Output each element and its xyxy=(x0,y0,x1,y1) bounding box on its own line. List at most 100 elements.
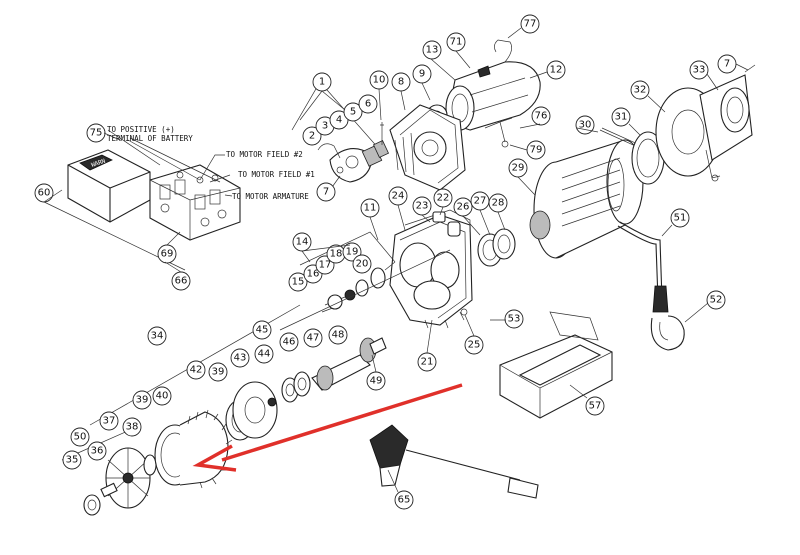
part-label-51: 51 xyxy=(670,208,690,228)
note-motor-field-1: TO MOTOR FIELD #1 xyxy=(238,170,315,179)
gear-small-parts xyxy=(432,211,461,237)
svg-text:1: 1 xyxy=(319,77,325,88)
svg-text:57: 57 xyxy=(589,401,602,412)
part-label-7a: 7 xyxy=(316,182,336,202)
svg-text:2: 2 xyxy=(309,131,315,142)
svg-text:79: 79 xyxy=(530,145,543,156)
part-label-24: 24 xyxy=(388,186,408,206)
note-positive-terminal-2: TERMINAL OF BATTERY xyxy=(107,134,193,143)
wiring-notes: TO POSITIVE (+) TERMINAL OF BATTERY TO M… xyxy=(107,125,315,201)
svg-text:76: 76 xyxy=(535,111,548,122)
part-label-23: 23 xyxy=(412,196,432,216)
svg-text:53: 53 xyxy=(508,314,521,325)
svg-text:65: 65 xyxy=(398,495,411,506)
svg-text:40: 40 xyxy=(156,391,169,402)
svg-text:35: 35 xyxy=(66,455,79,466)
part-label-27: 27 xyxy=(470,191,490,211)
highlight-arrow xyxy=(192,383,463,472)
part-label-77: 77 xyxy=(520,14,540,34)
part-label-6: 6 xyxy=(358,94,378,114)
cable-drum xyxy=(477,139,644,267)
svg-text:12: 12 xyxy=(550,65,563,76)
part-label-49: 49 xyxy=(366,371,386,391)
svg-text:22: 22 xyxy=(437,193,450,204)
part-label-65: 65 xyxy=(394,490,414,510)
svg-text:47: 47 xyxy=(307,333,320,344)
svg-text:10: 10 xyxy=(373,75,386,86)
part-label-36: 36 xyxy=(87,441,107,461)
part-label-30: 30 xyxy=(575,115,595,135)
part-label-22: 22 xyxy=(433,188,453,208)
svg-text:49: 49 xyxy=(370,376,383,387)
brake-assembly xyxy=(291,81,390,191)
part-label-26: 26 xyxy=(453,197,473,217)
svg-text:32: 32 xyxy=(634,85,647,96)
leader-lines xyxy=(43,27,749,493)
gear-housing-main xyxy=(389,209,473,329)
svg-text:14: 14 xyxy=(296,237,309,248)
svg-text:50: 50 xyxy=(74,432,87,443)
svg-text:7: 7 xyxy=(323,187,329,198)
svg-text:5: 5 xyxy=(350,107,356,118)
svg-text:16: 16 xyxy=(307,269,320,280)
svg-text:39: 39 xyxy=(136,395,149,406)
svg-text:39: 39 xyxy=(212,367,225,378)
svg-text:44: 44 xyxy=(258,349,271,360)
svg-text:29: 29 xyxy=(512,163,525,174)
part-label-66: 66 xyxy=(171,271,191,291)
svg-text:51: 51 xyxy=(674,213,687,224)
part-label-38: 38 xyxy=(122,417,142,437)
part-label-33: 33 xyxy=(689,60,709,80)
svg-text:23: 23 xyxy=(416,201,429,212)
svg-text:15: 15 xyxy=(292,277,305,288)
part-label-14: 14 xyxy=(292,232,312,252)
svg-text:9: 9 xyxy=(419,69,425,80)
svg-text:24: 24 xyxy=(392,191,405,202)
svg-text:8: 8 xyxy=(398,77,404,88)
svg-text:38: 38 xyxy=(126,422,139,433)
note-motor-armature: TO MOTOR ARMATURE xyxy=(232,192,309,201)
part-label-10: 10 xyxy=(369,70,389,90)
svg-text:28: 28 xyxy=(492,198,505,209)
part-label-71: 71 xyxy=(446,32,466,52)
part-label-39b: 39 xyxy=(208,362,228,382)
part-label-21: 21 xyxy=(417,352,437,372)
svg-text:69: 69 xyxy=(161,249,174,260)
svg-text:43: 43 xyxy=(234,353,247,364)
svg-text:27: 27 xyxy=(474,196,487,207)
svg-text:21: 21 xyxy=(421,357,434,368)
svg-text:37: 37 xyxy=(103,416,116,427)
svg-text:4: 4 xyxy=(336,115,342,126)
svg-text:75: 75 xyxy=(90,128,103,139)
svg-text:17: 17 xyxy=(319,260,332,271)
part-label-32: 32 xyxy=(630,80,650,100)
svg-text:42: 42 xyxy=(190,365,203,376)
part-label-42: 42 xyxy=(186,360,206,380)
svg-text:11: 11 xyxy=(364,203,377,214)
svg-text:18: 18 xyxy=(330,249,343,260)
part-label-7b: 7 xyxy=(717,54,737,74)
part-label-12: 12 xyxy=(546,60,566,80)
part-label-25: 25 xyxy=(464,335,484,355)
part-label-28: 28 xyxy=(488,193,508,213)
part-label-44: 44 xyxy=(254,344,274,364)
remote-control xyxy=(369,424,539,499)
part-label-47: 47 xyxy=(303,328,323,348)
svg-text:36: 36 xyxy=(91,446,104,457)
svg-text:13: 13 xyxy=(426,45,439,56)
part-label-3: 3 xyxy=(315,116,335,136)
svg-text:6: 6 xyxy=(365,99,371,110)
part-label-60: 60 xyxy=(34,183,54,203)
part-labels: 1 2 3 4 5 6 7 7 8 9 10 11 12 13 14 15 16… xyxy=(34,14,737,510)
part-label-20: 20 xyxy=(352,254,372,274)
svg-text:45: 45 xyxy=(256,325,269,336)
part-label-15: 15 xyxy=(288,272,308,292)
part-label-40: 40 xyxy=(152,386,172,406)
svg-text:20: 20 xyxy=(356,259,369,270)
svg-text:77: 77 xyxy=(524,19,537,30)
part-label-48: 48 xyxy=(328,325,348,345)
part-label-43: 43 xyxy=(230,348,250,368)
cable-and-hook xyxy=(617,221,685,351)
